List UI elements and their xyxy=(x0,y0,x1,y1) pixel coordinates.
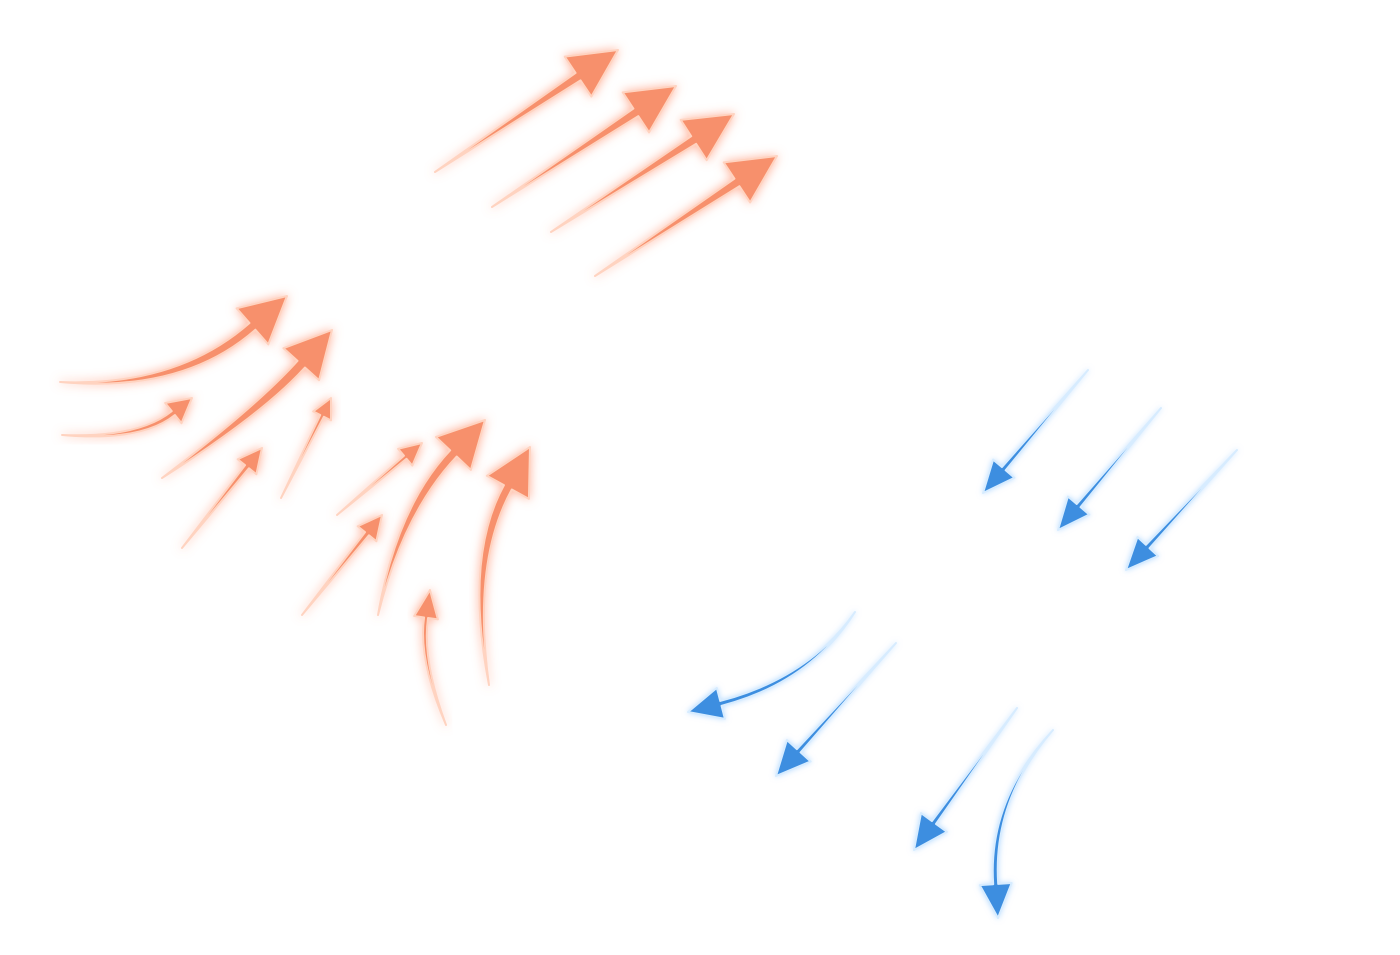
warm-arrow-10 xyxy=(336,442,423,516)
cool-arrow-3 xyxy=(1125,449,1238,571)
warm-arrow-9 xyxy=(280,397,332,499)
warm-arrow-13 xyxy=(478,446,531,686)
warm-arrow-5 xyxy=(59,295,288,385)
warm-arrow-2 xyxy=(491,85,677,208)
cool-arrow-2 xyxy=(1057,407,1162,531)
cool-arrow-6 xyxy=(913,707,1018,851)
warm-arrow-1 xyxy=(434,49,619,173)
warm-arrow-14 xyxy=(413,589,447,726)
cool-arrow-4 xyxy=(687,611,856,720)
cool-arrow-5 xyxy=(775,642,897,777)
warm-arrow-12 xyxy=(377,419,486,616)
warm-arrow-group xyxy=(59,49,778,726)
warm-arrow-3 xyxy=(550,113,735,233)
cool-arrow-group xyxy=(687,369,1238,919)
cool-arrow-7 xyxy=(978,729,1054,919)
warm-arrow-8 xyxy=(181,447,263,549)
warm-arrow-6 xyxy=(61,397,193,438)
warm-arrow-7 xyxy=(161,329,333,479)
cool-arrow-1 xyxy=(982,369,1089,494)
warm-arrow-11 xyxy=(301,514,383,616)
warm-arrow-4 xyxy=(594,155,778,277)
